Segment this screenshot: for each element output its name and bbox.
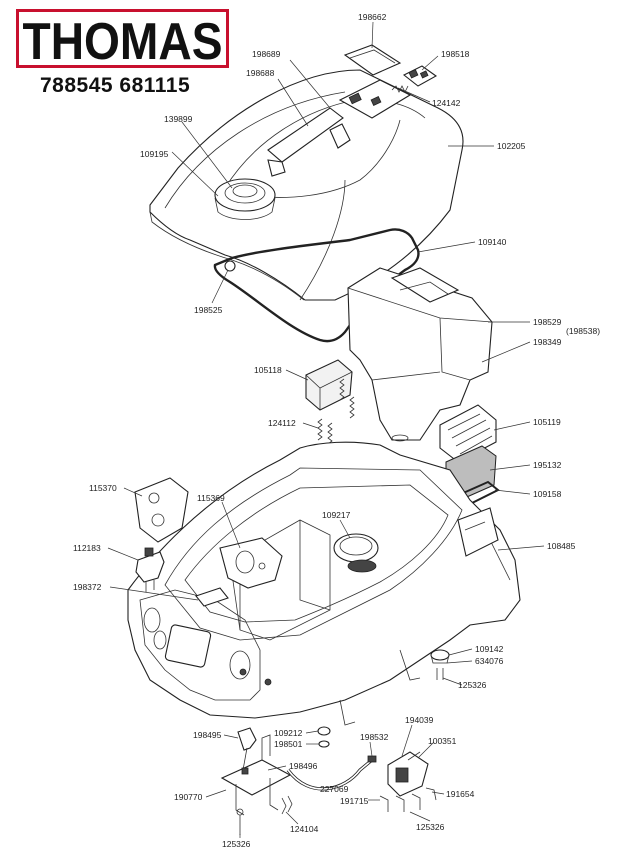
part-label-109158: 109158 [533, 489, 562, 499]
part-label-195132: 195132 [533, 460, 562, 470]
part-label-125326-valve: 125326 [416, 822, 445, 832]
part-label-198349: 198349 [533, 337, 562, 347]
part-label-139899: 139899 [164, 114, 193, 124]
part-label-191715: 191715 [340, 796, 369, 806]
part-label-198518: 198518 [441, 49, 470, 59]
part-label-198688: 198688 [246, 68, 275, 78]
part-label-125326-bracket: 125326 [222, 839, 251, 849]
part-label-227069: 227069 [320, 784, 349, 794]
part-label-115369: 115369 [197, 493, 225, 503]
part-label-109217: 109217 [322, 510, 351, 520]
model-numbers: 788545 681115 [40, 74, 191, 97]
part-label-109212: 109212 [274, 728, 303, 738]
part-label-198496: 198496 [289, 761, 318, 771]
part-label-100351: 100351 [428, 736, 457, 746]
part-label-108485: 108485 [547, 541, 576, 551]
leader-lines [107, 21, 545, 838]
side-parts-drawing [134, 477, 283, 592]
part-label-109142: 109142 [475, 644, 504, 654]
logo-wordmark: THOMAS [23, 13, 223, 68]
part-label-124112: 124112 [268, 418, 296, 428]
part-label-198662: 198662 [358, 12, 387, 22]
pump-and-valve-drawing [220, 726, 437, 835]
part-label-198538: (198538) [566, 326, 600, 336]
part-label-112183: 112183 [73, 543, 101, 553]
part-label-198525: 198525 [194, 305, 223, 315]
wheel-assembly-drawing [430, 649, 450, 680]
part-label-102205: 102205 [497, 141, 526, 151]
part-label-109195: 109195 [140, 149, 169, 159]
part-label-198495: 198495 [193, 730, 222, 740]
part-label-109140: 109140 [478, 237, 507, 247]
part-label-198501: 198501 [274, 739, 303, 749]
part-label-198529: 198529 [533, 317, 562, 327]
part-label-190770: 190770 [174, 792, 203, 802]
main-body-housing-drawing [127, 441, 521, 726]
part-number-labels: 198662 198518 198689 198688 124142 13989… [73, 12, 600, 849]
part-label-194039: 194039 [405, 715, 434, 725]
thomas-logo: THOMAS [16, 9, 229, 68]
dust-container-drawing [347, 267, 493, 442]
part-label-198372: 198372 [73, 582, 102, 592]
small-lid-parts-drawing [343, 44, 438, 93]
part-label-124142: 124142 [432, 98, 461, 108]
part-label-198689: 198689 [252, 49, 281, 59]
part-label-125326-wheel: 125326 [458, 680, 487, 690]
foam-block-and-springs-drawing [305, 359, 355, 445]
part-label-191654: 191654 [446, 789, 475, 799]
part-label-115370: 115370 [89, 483, 117, 493]
part-label-105119: 105119 [533, 417, 561, 427]
part-label-124104: 124104 [290, 824, 319, 834]
top-lid-drawing [149, 69, 464, 301]
part-label-198532: 198532 [360, 732, 389, 742]
part-label-634076: 634076 [475, 656, 504, 666]
part-label-105118: 105118 [254, 365, 282, 375]
